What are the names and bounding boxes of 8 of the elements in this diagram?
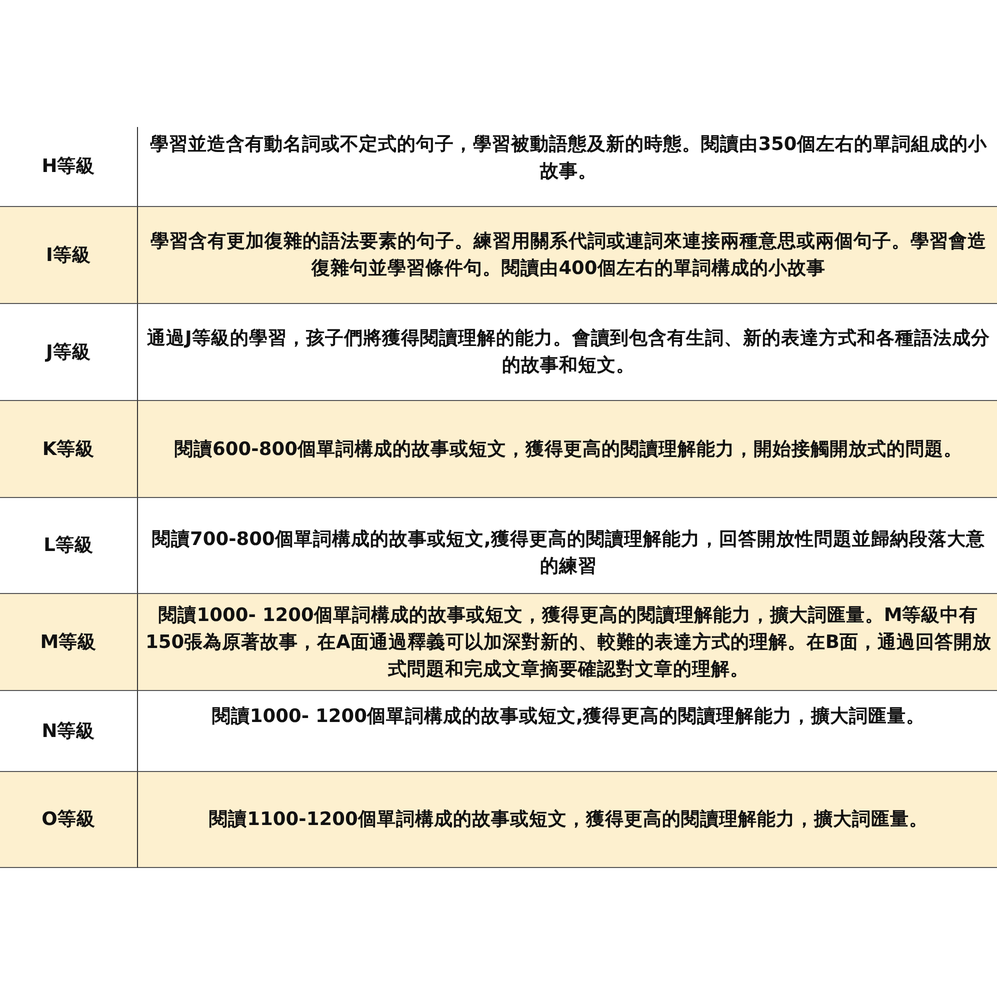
level-cell: M等級	[0, 594, 138, 691]
description-cell: 學習含有更加復雜的語法要素的句子。練習用關系代詞或連詞來連接兩種意思或兩個句子。學習會造復雜句並學習條件句。閱讀由400個左右的單詞構成的小故事	[138, 207, 997, 304]
level-cell: O等級	[0, 772, 138, 868]
description-cell: 閱讀600-800個單詞構成的故事或短文，獲得更高的閱讀理解能力，開始接觸開放式的問題。	[138, 401, 997, 498]
level-cell: K等級	[0, 401, 138, 498]
level-cell: I等級	[0, 207, 138, 304]
description-cell: 閱讀1100-1200個單詞構成的故事或短文，獲得更高的閱讀理解能力，擴大詞匯量。	[138, 772, 997, 868]
description-cell: 閱讀1000- 1200個單詞構成的故事或短文，獲得更高的閱讀理解能力，擴大詞匯量。M等級中有150張為原著故事，在A面通過釋義可以加深對新的、較難的表達方式的理解。在B面，通過回答開放式問題和完成文章摘要確認對文章的理解。	[138, 594, 997, 691]
